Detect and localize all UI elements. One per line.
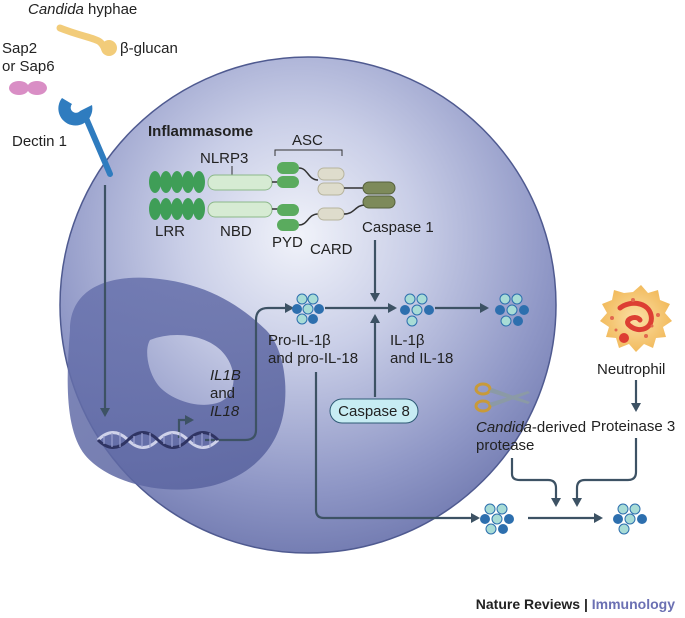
sap-protein-icon: [9, 81, 47, 95]
sap-label-line1: Sap2: [2, 40, 37, 57]
hyphae-icon: [56, 24, 117, 56]
arrow-pro-to-extracellular: [314, 372, 480, 523]
asc-label: ASC: [292, 132, 323, 149]
cytokine-cluster-icon: [292, 293, 324, 325]
inflammasome-label: Inflammasome: [148, 123, 253, 140]
gene-il18-label: IL18: [210, 403, 240, 420]
nlrp3-label: NLRP3: [200, 150, 248, 167]
journal-credit: Nature Reviews | Immunology: [476, 596, 675, 612]
dna-helix-icon: [96, 431, 220, 449]
arrow-dna-to-pro: [205, 303, 294, 442]
caspase-8-badge: Caspase 8: [329, 398, 419, 424]
protease-label-line1: Candida-derived: [476, 419, 586, 436]
pyd-label: PYD: [272, 234, 303, 251]
arrow-protease: [510, 458, 561, 507]
cytokine-cluster-icon: [400, 293, 434, 327]
arrow-transcription: [177, 415, 194, 438]
il-label-line2: and IL-18: [390, 350, 453, 367]
caspase-1-label: Caspase 1: [362, 219, 434, 236]
lrr-domain-bottom: [149, 198, 205, 220]
candida-hyphae-label: Candida hyphae: [28, 1, 137, 18]
gene-il1b-label: IL1B: [210, 367, 241, 384]
gene-and-label: and: [210, 385, 235, 402]
caspase-8-label: Caspase 8: [338, 403, 410, 420]
dectin-1-receptor-icon: [58, 98, 113, 177]
pro-il-label-line2: and pro-IL-18: [268, 350, 358, 367]
inflammasome-complex: [149, 162, 396, 231]
neutrophil-icon: [600, 285, 672, 352]
cytokine-cluster-icon: [495, 293, 529, 327]
card-label: CARD: [310, 241, 353, 258]
cytokine-cluster-icon: [613, 503, 647, 535]
asc-bracket: [274, 149, 343, 156]
nbd-label: NBD: [220, 223, 252, 240]
dectin-1-label: Dectin 1: [12, 133, 67, 150]
proteinase-3-label: Proteinase 3: [591, 418, 675, 435]
protease-label-line2: protease: [476, 437, 534, 454]
caspase-1-domain: [362, 181, 396, 195]
il-label-line1: IL-1β: [390, 332, 425, 349]
lrr-domain-top: [149, 171, 205, 193]
arrow-proteinase3: [572, 438, 638, 507]
cytokine-cluster-icon: [480, 503, 514, 535]
beta-glucan-label: β-glucan: [120, 40, 178, 57]
sap-label-line2: or Sap6: [2, 58, 55, 75]
pro-il-label-line1: Pro-IL-1β: [268, 332, 331, 349]
lrr-label: LRR: [155, 223, 185, 240]
scissors-icon: [474, 382, 530, 413]
neutrophil-label: Neutrophil: [597, 361, 665, 378]
